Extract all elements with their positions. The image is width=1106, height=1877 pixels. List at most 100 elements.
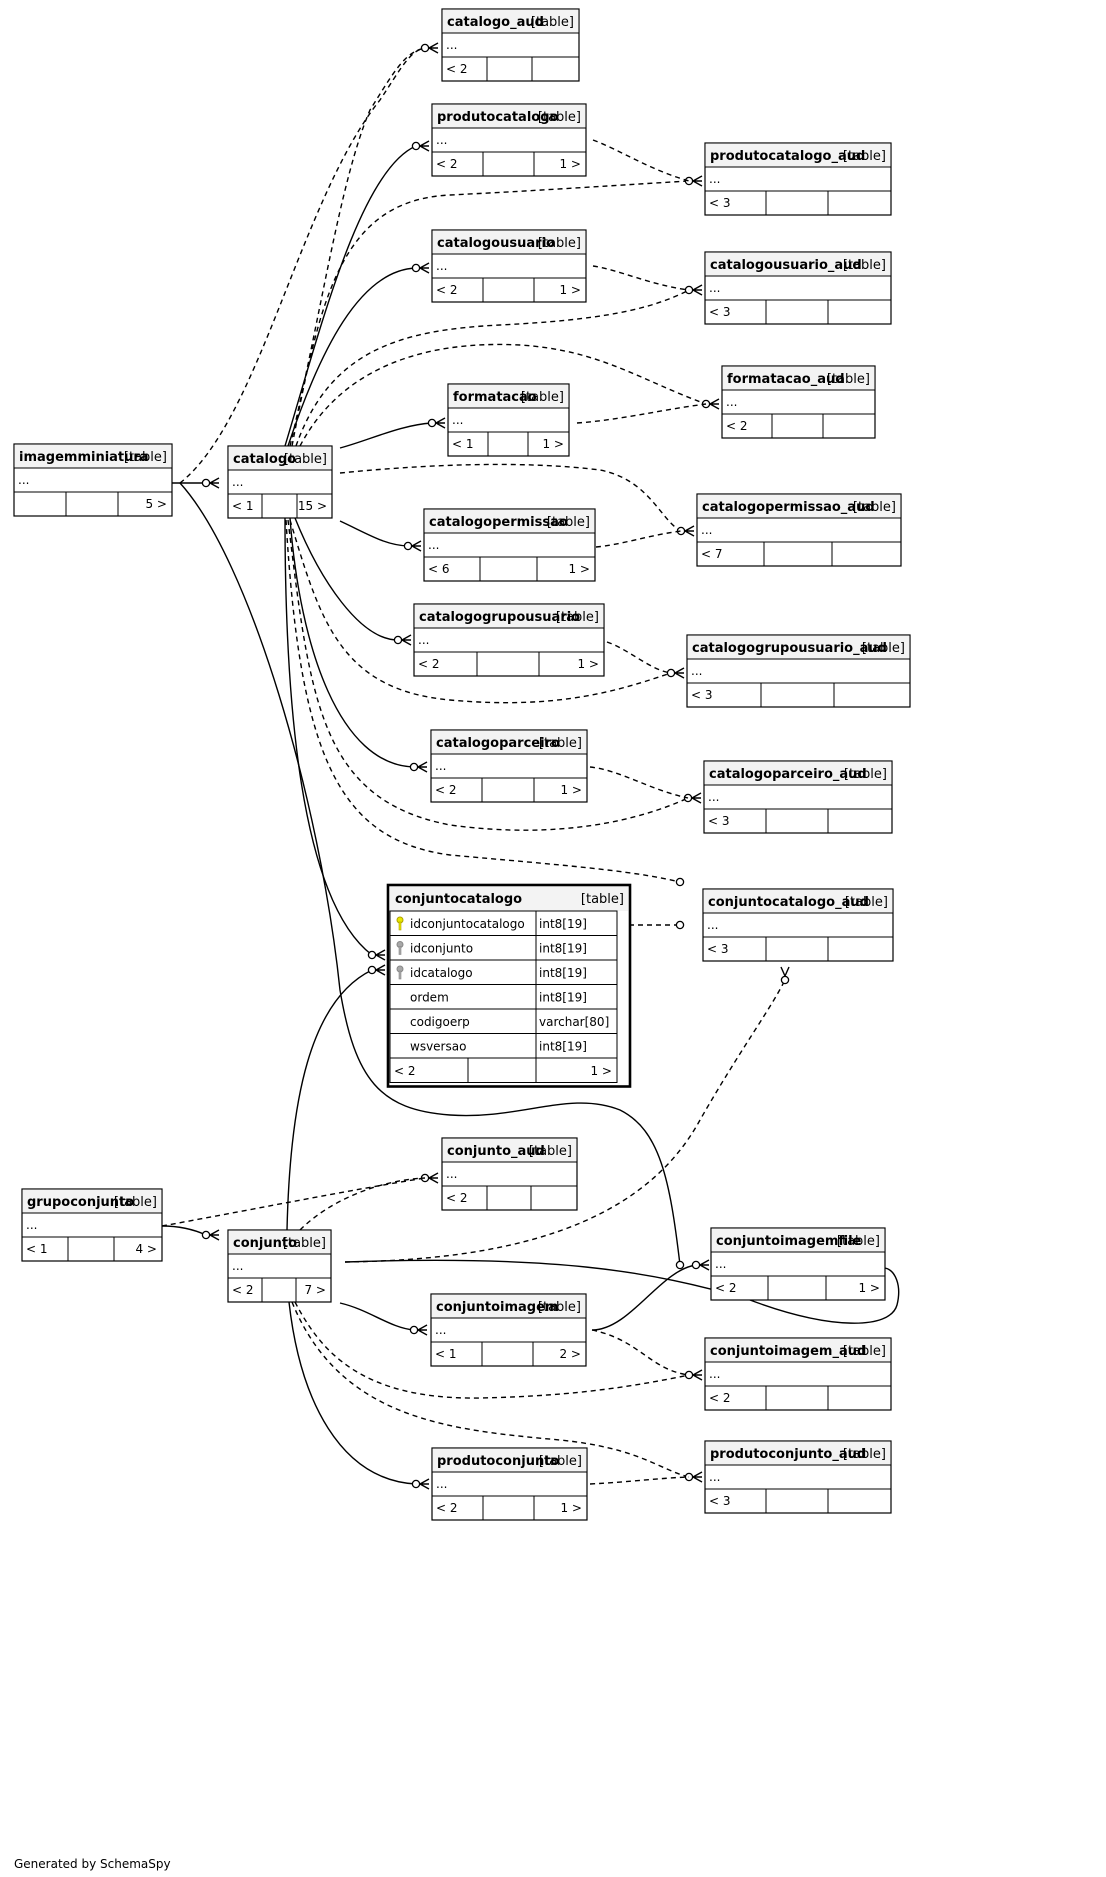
table-conjuntocatalogo_aud[interactable]: conjuntocatalogo_aud[table]...< 3 xyxy=(702,888,894,962)
table-name[interactable]: produtocatalogo_aud xyxy=(710,149,865,164)
children-link[interactable]: 1 > xyxy=(559,283,581,297)
table-name[interactable]: conjuntoimagem xyxy=(436,1300,558,1315)
focus-header-bg xyxy=(390,887,628,911)
table-name[interactable]: catalogogrupousuario xyxy=(419,610,580,625)
table-produtoconjunto_aud[interactable]: produtoconjunto_aud[table]...< 3 xyxy=(704,1440,892,1514)
table-name[interactable]: conjuntocatalogo_aud xyxy=(708,895,869,910)
children-link[interactable]: 15 > xyxy=(298,499,327,513)
focus-table-name[interactable]: conjuntocatalogo xyxy=(395,892,522,907)
table-catalogousuario_aud[interactable]: catalogousuario_aud[table]...< 3 xyxy=(704,251,892,325)
focus-table-conjuntocatalogo[interactable]: conjuntocatalogo[table]idconjuntocatalog… xyxy=(386,883,632,1088)
table-name[interactable]: catalogopermissao_aud xyxy=(702,500,875,515)
parents-link[interactable]: < 2 xyxy=(232,1283,254,1297)
children-link[interactable]: 1 > xyxy=(542,437,564,451)
table-name[interactable]: grupoconjunto xyxy=(27,1195,134,1210)
table-type-label: [table] xyxy=(539,1454,582,1469)
parents-link[interactable]: < 3 xyxy=(709,305,731,319)
table-name[interactable]: catalogousuario xyxy=(437,236,555,251)
table-conjunto_aud[interactable]: conjunto_aud[table]...< 2 xyxy=(441,1137,578,1211)
children-link[interactable]: 1 > xyxy=(560,783,582,797)
table-name[interactable]: conjuntoimagemfile xyxy=(716,1234,862,1249)
table-name[interactable]: conjunto_aud xyxy=(447,1144,545,1159)
table-catalogoparceiro_aud[interactable]: catalogoparceiro_aud[table]...< 3 xyxy=(703,760,893,834)
children-link[interactable]: 1 > xyxy=(559,157,581,171)
parents-link[interactable]: < 2 xyxy=(436,1501,458,1515)
parents-link[interactable]: < 2 xyxy=(418,657,440,671)
table-name[interactable]: produtoconjunto xyxy=(437,1454,559,1469)
parents-link[interactable]: < 2 xyxy=(709,1391,731,1405)
children-link[interactable]: 2 > xyxy=(559,1347,581,1361)
table-name[interactable]: catalogousuario_aud xyxy=(710,258,862,273)
table-name[interactable]: catalogopermissao xyxy=(429,515,568,530)
parents-link[interactable]: < 3 xyxy=(709,196,731,210)
table-name[interactable]: catalogogrupousuario_aud xyxy=(692,641,887,656)
parents-link[interactable]: < 1 xyxy=(232,499,254,513)
table-name[interactable]: conjuntoimagem_aud xyxy=(710,1344,866,1359)
children-link[interactable]: 1 > xyxy=(560,1501,582,1515)
parents-link[interactable]: < 2 xyxy=(446,62,468,76)
parents-link[interactable]: < 3 xyxy=(708,814,730,828)
parents-link[interactable]: < 7 xyxy=(701,547,723,561)
relationship-catalogo-catalogousuario xyxy=(287,262,430,447)
children-link[interactable]: 4 > xyxy=(135,1242,157,1256)
table-name[interactable]: catalogo xyxy=(233,452,296,467)
table-catalogogrupousuario_aud[interactable]: catalogogrupousuario_aud[table]...< 3 xyxy=(686,634,911,708)
parents-link[interactable]: < 2 xyxy=(394,1064,416,1078)
table-catalogo_aud[interactable]: catalogo_aud[table]...< 2 xyxy=(441,8,580,82)
table-formatacao_aud[interactable]: formatacao_aud[table]...< 2 xyxy=(721,365,876,439)
table-name[interactable]: formatacao_aud xyxy=(727,372,845,387)
children-link[interactable]: 1 > xyxy=(568,562,590,576)
parents-link[interactable]: < 2 xyxy=(436,157,458,171)
primary-key-icon xyxy=(396,916,404,931)
parents-link[interactable]: < 2 xyxy=(436,283,458,297)
table-catalogopermissao_aud[interactable]: catalogopermissao_aud[table]...< 7 xyxy=(696,493,902,567)
table-name[interactable]: catalogoparceiro_aud xyxy=(709,767,867,782)
crows-foot-icon xyxy=(428,1172,439,1184)
table-name[interactable]: produtocatalogo xyxy=(437,110,559,125)
table-name[interactable]: catalogo_aud xyxy=(447,15,544,30)
children-link[interactable]: 1 > xyxy=(590,1064,612,1078)
table-name[interactable]: produtoconjunto_aud xyxy=(710,1447,866,1462)
table-conjuntoimagem_aud[interactable]: conjuntoimagem_aud[table]...< 2 xyxy=(704,1337,892,1411)
parents-link[interactable]: < 6 xyxy=(428,562,450,576)
children-link[interactable]: 5 > xyxy=(145,497,167,511)
parents-link[interactable]: < 3 xyxy=(709,1494,731,1508)
parents-link[interactable]: < 1 xyxy=(452,437,474,451)
parents-link[interactable]: < 2 xyxy=(435,783,457,797)
parents-link[interactable]: < 2 xyxy=(715,1281,737,1295)
parents-link[interactable]: < 1 xyxy=(435,1347,457,1361)
table-name[interactable]: imagemminiatura xyxy=(19,450,149,465)
table-name[interactable]: formatacao xyxy=(453,390,537,405)
parents-link[interactable]: < 2 xyxy=(726,419,748,433)
children-link[interactable]: 7 > xyxy=(304,1283,326,1297)
parents-link[interactable]: < 1 xyxy=(26,1242,48,1256)
table-imagemminiatura[interactable]: imagemminiatura[table]...5 > xyxy=(13,443,173,517)
table-name[interactable]: conjunto xyxy=(233,1236,297,1251)
parents-link[interactable]: < 3 xyxy=(707,942,729,956)
parents-link[interactable]: < 3 xyxy=(691,688,713,702)
children-link[interactable]: 1 > xyxy=(858,1281,880,1295)
children-link[interactable]: 1 > xyxy=(577,657,599,671)
table-produtocatalogo_aud[interactable]: produtocatalogo_aud[table]...< 3 xyxy=(704,142,892,216)
parents-link[interactable]: < 2 xyxy=(446,1191,468,1205)
table-name[interactable]: catalogoparceiro xyxy=(436,736,560,751)
